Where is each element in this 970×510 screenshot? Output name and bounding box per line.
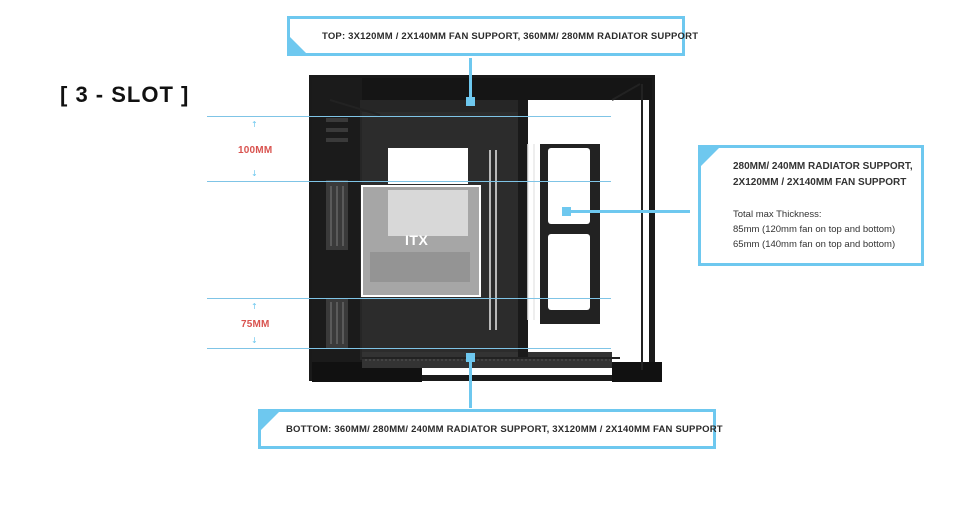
right-callout-line1: 280MM/ 240MM RADIATOR SUPPORT, [733, 161, 913, 172]
bottom-callout: BOTTOM: 360MM/ 280MM/ 240MM RADIATOR SUP… [258, 409, 723, 449]
bottom-leader-dot [466, 353, 475, 362]
pc-case-illustration [309, 75, 662, 382]
callout-corner-icon [290, 37, 308, 55]
top-callout: TOP: 3X120MM / 2X140MM FAN SUPPORT, 360M… [287, 16, 698, 56]
guide-line-lower-bottom [207, 348, 611, 349]
guide-line-upper-top [207, 116, 611, 117]
bottom-leader-line [469, 360, 472, 408]
arrow-up-icon: ↑ [251, 302, 258, 311]
right-callout-line2: 2X120MM / 2X140MM FAN SUPPORT [733, 177, 907, 188]
thickness-line-2: 65mm (140mm fan on top and bottom) [733, 239, 896, 250]
arrow-down-icon: ↓ [251, 169, 258, 178]
top-leader-line [469, 58, 472, 102]
right-callout: 280MM/ 240MM RADIATOR SUPPORT, 2X120MM /… [698, 145, 924, 266]
top-leader-dot [466, 97, 475, 106]
slot-title: [ 3 - SLOT ] [60, 82, 190, 107]
arrow-down-icon: ↓ [251, 336, 258, 345]
top-callout-text: TOP: 3X120MM / 2X140MM FAN SUPPORT, 360M… [322, 31, 699, 42]
guide-line-lower-top [207, 298, 611, 299]
guide-line-upper-bottom [207, 181, 611, 182]
callout-corner-icon [261, 412, 279, 430]
callout-corner-icon [701, 148, 719, 166]
bottom-callout-text: BOTTOM: 360MM/ 280MM/ 240MM RADIATOR SUP… [286, 424, 723, 435]
arrow-up-icon: ↑ [251, 120, 258, 129]
thickness-title: Total max Thickness: [733, 209, 822, 220]
thickness-line-1: 85mm (120mm fan on top and bottom) [733, 224, 896, 235]
right-leader-dot [562, 207, 571, 216]
dimension-lower-label: 75MM [241, 319, 270, 330]
itx-board-label: ITX [405, 232, 429, 248]
right-leader-line [568, 210, 690, 213]
dimension-upper-label: 100MM [238, 145, 273, 156]
